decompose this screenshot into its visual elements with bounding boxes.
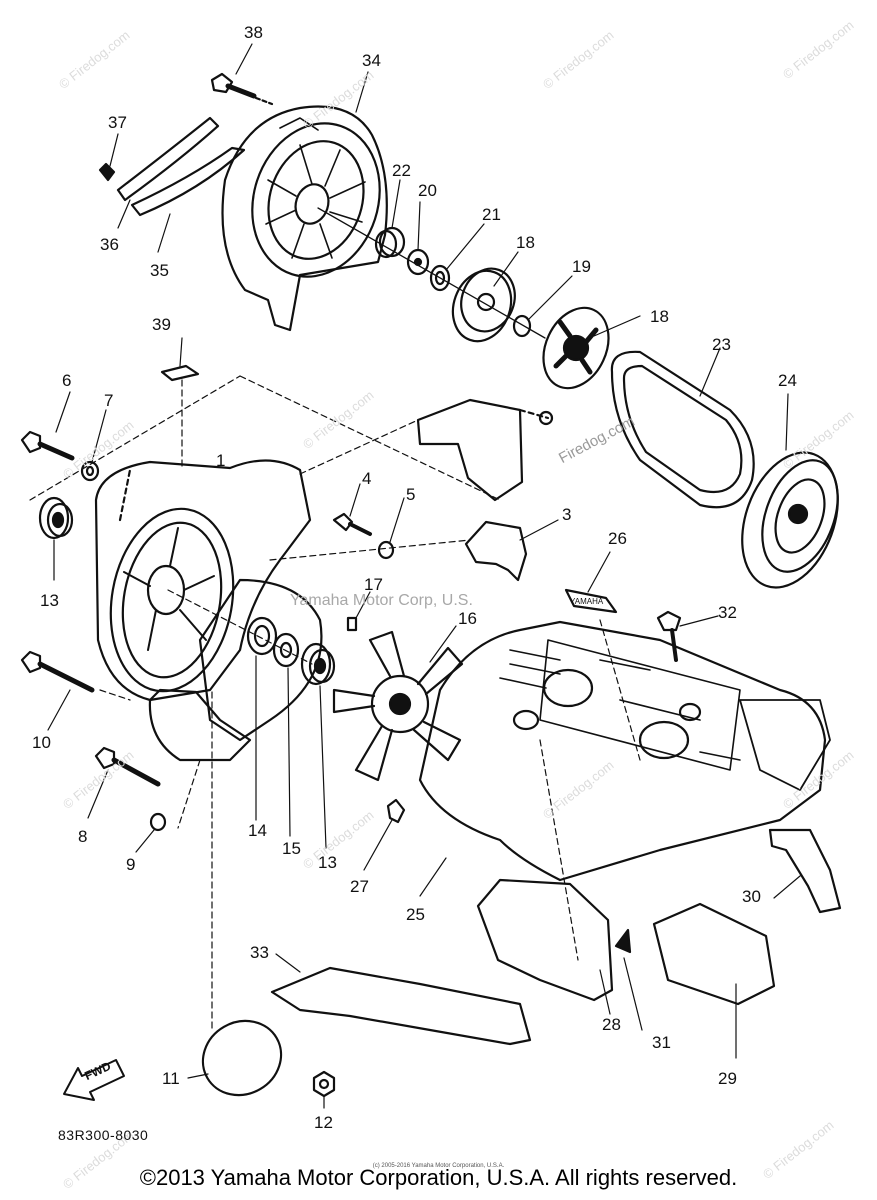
watermark-center: Yamaha Motor Corp, U.S. [290, 592, 473, 609]
engine-shroud-25 [418, 620, 831, 882]
washer-5 [377, 540, 395, 560]
callout-38: 38 [244, 23, 263, 42]
side-plate-28 [476, 878, 614, 1002]
pulley-half-18b [542, 306, 610, 390]
callout-27: 27 [350, 877, 369, 896]
leader-lines [47, 43, 801, 1109]
nut-12 [312, 1070, 336, 1098]
clip-39 [160, 364, 200, 382]
callout-13: 13 [40, 591, 59, 610]
callout-35: 35 [150, 261, 169, 280]
phantom-lines [29, 375, 641, 1031]
copyright-small: (c) 2005-2016 Yamaha Motor Corporation, … [372, 1163, 505, 1169]
callout-24: 24 [778, 371, 797, 390]
callout-8: 8 [78, 827, 88, 846]
bracket-3 [464, 520, 528, 582]
guard-33 [270, 966, 532, 1046]
fan-housing-1 [94, 459, 312, 702]
callout-34: 34 [362, 51, 381, 70]
callout-22: 22 [392, 161, 411, 180]
bolt-32 [656, 610, 682, 662]
back-plate [148, 578, 323, 762]
diagram-code: 83R300-8030 [58, 1127, 149, 1143]
callout-23: 23 [712, 335, 731, 354]
fwd-arrow-icon [63, 1059, 125, 1101]
key-17 [346, 616, 358, 632]
callout-19: 19 [572, 257, 591, 276]
callout-16: 16 [458, 609, 477, 628]
bolt-10 [20, 650, 95, 693]
callout-32: 32 [718, 603, 737, 622]
callout-12: 12 [314, 1113, 333, 1132]
callout-18: 18 [516, 233, 535, 252]
washer-20 [406, 248, 430, 276]
callout-13b: 13 [318, 853, 337, 872]
washer-19 [512, 314, 532, 338]
pulley-half-18 [451, 267, 516, 343]
bracket-30 [768, 828, 842, 914]
callout-7: 7 [104, 391, 114, 410]
callout-10: 10 [32, 733, 51, 752]
callout-21: 21 [482, 205, 501, 224]
clip-31 [614, 928, 632, 954]
bolt-6 [20, 430, 75, 461]
callout-28: 28 [602, 1015, 621, 1034]
drive-pulley-24 [741, 451, 839, 589]
clip-27 [386, 798, 406, 824]
label-26: YAMAHA [564, 588, 618, 614]
callout-36: 36 [100, 235, 119, 254]
bearing-13 [38, 496, 74, 540]
callout-29: 29 [718, 1069, 737, 1088]
bolt-38 [210, 72, 274, 106]
callout-25: 25 [406, 905, 425, 924]
washer-9 [149, 812, 167, 832]
callout-31: 31 [652, 1033, 671, 1052]
callout-30: 30 [742, 887, 761, 906]
callout-14: 14 [248, 821, 267, 840]
callout-17: 17 [364, 575, 383, 594]
bolt-4 [332, 512, 372, 536]
bearing-13b [300, 642, 336, 686]
washer-7 [80, 460, 100, 482]
callout-20: 20 [418, 181, 437, 200]
callout-4: 4 [362, 469, 372, 488]
callout-15: 15 [282, 839, 301, 858]
bolt-8 [94, 746, 161, 787]
fan-cover-34 [221, 105, 388, 332]
callout-26: 26 [608, 529, 627, 548]
washer-15 [272, 632, 300, 668]
callout-33: 33 [250, 943, 269, 962]
callout-37: 37 [108, 113, 127, 132]
cooling-fan-16 [332, 630, 464, 782]
callout-9: 9 [126, 855, 136, 874]
callout-6: 6 [62, 371, 72, 390]
washer-14 [246, 616, 278, 656]
svg-text:YAMAHA: YAMAHA [570, 597, 604, 606]
callout-3: 3 [562, 505, 572, 524]
cover-plate-11 [201, 1019, 283, 1097]
callout-5: 5 [406, 485, 416, 504]
washer-21 [429, 264, 451, 292]
callout-11: 11 [162, 1069, 180, 1088]
callout-1: 1 [216, 451, 226, 470]
duct-cover [416, 398, 554, 502]
copyright-notice: ©2013 Yamaha Motor Corporation, U.S.A. A… [139, 1165, 738, 1190]
v-belt-23 [610, 350, 755, 509]
callout-39: 39 [152, 315, 171, 334]
callout-18b: 18 [650, 307, 669, 326]
pad-29 [652, 902, 776, 1006]
band-36 [98, 116, 246, 217]
